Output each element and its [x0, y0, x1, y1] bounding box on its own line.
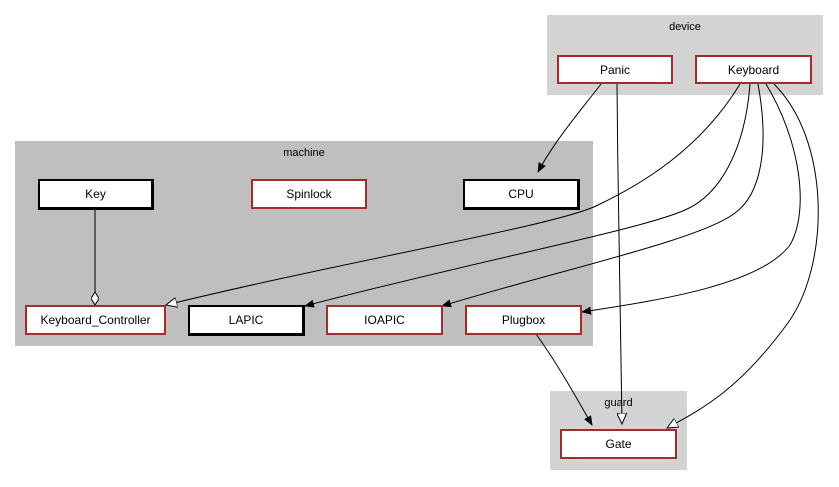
- node-keyboard[interactable]: Keyboard: [695, 55, 812, 84]
- node-plugbox-label: Plugbox: [501, 313, 546, 327]
- edge-keyboard-plugbox: [581, 83, 801, 315]
- cluster-machine-label: machine: [283, 147, 325, 159]
- cluster-device-label: device: [669, 21, 701, 33]
- node-ioapic[interactable]: IOAPIC: [326, 305, 443, 335]
- node-spinlock[interactable]: Spinlock: [251, 179, 367, 209]
- node-cpu[interactable]: CPU: [463, 179, 580, 210]
- node-cpu-label: CPU: [508, 187, 534, 201]
- node-key-label: Key: [85, 187, 106, 201]
- node-panic-label: Panic: [599, 62, 631, 77]
- node-lapic-label: LAPIC: [228, 313, 264, 327]
- edge-keyboard-gate: [667, 83, 819, 428]
- node-lapic[interactable]: LAPIC: [188, 305, 305, 336]
- cluster-guard-label: guard: [604, 397, 633, 409]
- node-keyboard-controller-label: Keyboard_Controller: [40, 313, 151, 327]
- node-keyboard-label: Keyboard: [727, 62, 780, 77]
- node-plugbox[interactable]: Plugbox: [465, 305, 582, 335]
- node-keyboard-controller[interactable]: Keyboard_Controller: [25, 305, 166, 335]
- node-key[interactable]: Key: [38, 179, 154, 210]
- edge-panic-gate: [616, 83, 622, 424]
- node-gate-label: Gate: [605, 437, 632, 451]
- node-gate[interactable]: Gate: [560, 429, 677, 459]
- node-panic[interactable]: Panic: [557, 55, 673, 84]
- node-spinlock-label: Spinlock: [286, 187, 332, 201]
- node-ioapic-label: IOAPIC: [364, 313, 405, 327]
